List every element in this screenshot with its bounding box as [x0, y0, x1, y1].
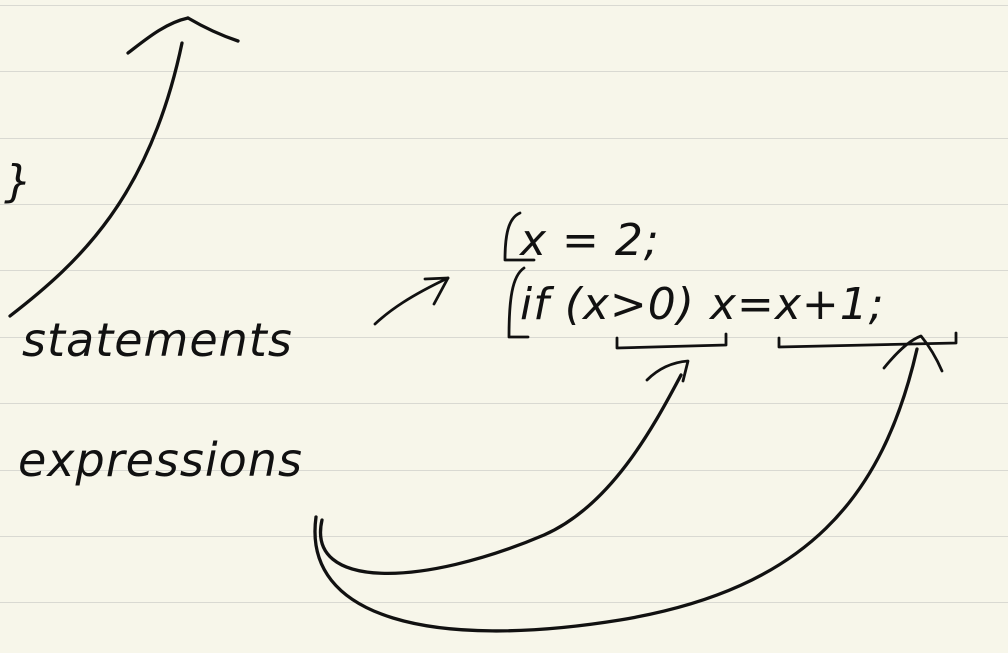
left-brace-text: } [4, 156, 33, 207]
assignment-statement-text: x = 2; [518, 215, 660, 266]
large-upward-arrow-head-right [186, 16, 240, 43]
if-statement-text: if (x>0) x=x+1; [520, 279, 885, 330]
large-upward-arrow-curve [8, 41, 184, 318]
statements-arrow-head [423, 276, 450, 306]
statement-bracket-top [503, 211, 536, 262]
expression-curve-to-assignment [313, 347, 919, 633]
expressions-label: expressions [18, 433, 303, 487]
large-upward-arrow-head-left [126, 16, 190, 55]
assignment-arrowhead [882, 334, 944, 373]
expression-curve-to-condition [318, 373, 683, 575]
condition-arrowhead [645, 359, 690, 383]
condition-expression-bracket [615, 332, 728, 350]
statements-label: statements [22, 313, 293, 367]
assignment-expression-bracket [777, 331, 958, 349]
statement-bracket-bottom [507, 266, 530, 339]
statements-arrow-line [373, 276, 450, 326]
